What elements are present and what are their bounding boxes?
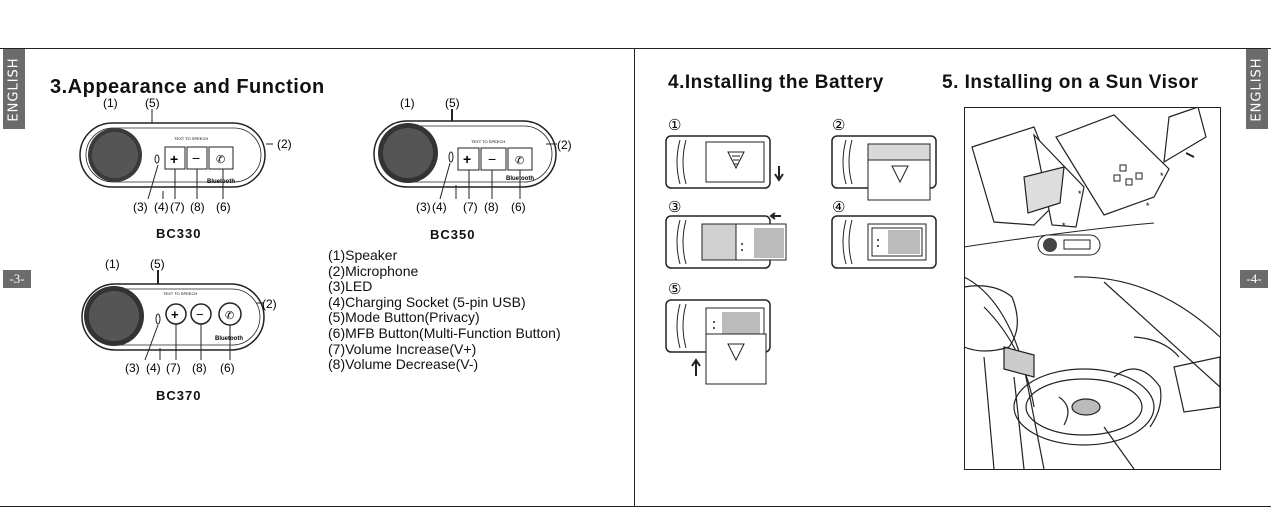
callout-5: (5) bbox=[445, 96, 460, 110]
svg-text:−: − bbox=[192, 150, 200, 166]
svg-text:(3): (3) bbox=[125, 361, 140, 375]
svg-text:−: − bbox=[488, 151, 496, 167]
callout-1: (1) bbox=[103, 96, 118, 110]
svg-text:✆: ✆ bbox=[515, 155, 524, 167]
bc370-diagram: (1) (5) TEXT TO SPEECH + − ✆ Bluetooth (… bbox=[81, 257, 277, 375]
legend-item: (8)Volume Decrease(V-) bbox=[328, 356, 479, 373]
step-3-number: ③ bbox=[668, 199, 681, 216]
callout-1: (1) bbox=[400, 96, 415, 110]
svg-text:(7): (7) bbox=[463, 200, 478, 214]
legend-item: (1)Speaker bbox=[328, 247, 398, 263]
svg-text:(2): (2) bbox=[277, 137, 292, 151]
svg-text:*: * bbox=[1146, 201, 1150, 211]
svg-text:(6): (6) bbox=[216, 200, 231, 214]
legend-item: (4)Charging Socket (5-pin USB) bbox=[328, 293, 526, 310]
visor-heading: 5. Installing on a Sun Visor bbox=[942, 72, 1199, 93]
page-number-right: -4- bbox=[1240, 270, 1268, 288]
battery-heading: 4.Installing the Battery bbox=[668, 72, 884, 93]
step-5-number: ⑤ bbox=[668, 281, 681, 298]
led-icon bbox=[155, 313, 161, 325]
appearance-heading: 3.Appearance and Function bbox=[50, 76, 325, 98]
function-legend: (1)Speaker (2)Microphone (3)LED (4)Charg… bbox=[328, 247, 561, 373]
legend-item: (5)Mode Button(Privacy) bbox=[328, 309, 480, 326]
mfb-button bbox=[208, 146, 234, 170]
bc330-label: BC330 bbox=[156, 226, 202, 241]
page-number-left: -3- bbox=[3, 270, 31, 288]
callout-5: (5) bbox=[150, 257, 165, 271]
bc350-label: BC350 bbox=[430, 227, 476, 242]
svg-text:+: + bbox=[463, 151, 471, 167]
volume-down-button bbox=[480, 147, 507, 171]
svg-text:(3): (3) bbox=[133, 200, 148, 214]
svg-text:−: − bbox=[196, 307, 204, 322]
svg-text:(4): (4) bbox=[432, 200, 447, 214]
svg-text:(4): (4) bbox=[146, 361, 161, 375]
svg-text:(4): (4) bbox=[154, 200, 169, 214]
step-1-number: ① bbox=[668, 117, 681, 134]
svg-text:TEXT TO SPEECH: TEXT TO SPEECH bbox=[174, 136, 208, 141]
page-divider bbox=[634, 48, 635, 507]
svg-text:(3): (3) bbox=[416, 200, 431, 214]
svg-text:TEXT TO SPEECH: TEXT TO SPEECH bbox=[471, 139, 505, 144]
legend-item: (2)Microphone bbox=[328, 262, 419, 279]
legend-item: (3)LED bbox=[328, 278, 373, 295]
svg-text:(7): (7) bbox=[170, 200, 185, 214]
language-tab-left: ENGLISH bbox=[3, 49, 25, 129]
svg-text:*: * bbox=[1078, 189, 1082, 199]
bc350-diagram: (1) (5) TEXT TO SPEECH + − ✆ Bluetooth (… bbox=[373, 96, 572, 214]
svg-text:✆: ✆ bbox=[225, 310, 234, 322]
step-4-number: ④ bbox=[832, 199, 845, 216]
legend-item: (7)Volume Increase(V+) bbox=[328, 340, 477, 357]
step-1-figure bbox=[665, 135, 784, 189]
svg-text:+: + bbox=[170, 151, 178, 167]
bottom-rule bbox=[0, 506, 1271, 507]
svg-text:(2): (2) bbox=[557, 138, 572, 152]
bc330-diagram: (1) (5) TEXT TO SPEECH + − ✆ Bluetooth (… bbox=[79, 96, 292, 214]
bc370-label: BC370 bbox=[156, 388, 202, 403]
sun-visor-illustration: * * * * bbox=[964, 107, 1221, 470]
step-2-number: ② bbox=[832, 117, 845, 134]
svg-text:(8): (8) bbox=[190, 200, 205, 214]
step-3-figure bbox=[665, 212, 787, 269]
svg-text:(8): (8) bbox=[484, 200, 499, 214]
svg-text:(2): (2) bbox=[262, 297, 277, 311]
svg-text:+: + bbox=[171, 307, 179, 322]
legend-item: (6)MFB Button(Multi-Function Button) bbox=[328, 324, 561, 341]
svg-text:*: * bbox=[1062, 221, 1066, 231]
svg-text:(8): (8) bbox=[192, 361, 207, 375]
svg-text:(6): (6) bbox=[220, 361, 235, 375]
callout-5: (5) bbox=[145, 96, 160, 110]
callout-1: (1) bbox=[105, 257, 120, 271]
svg-text:(7): (7) bbox=[166, 361, 181, 375]
svg-text:(6): (6) bbox=[511, 200, 526, 214]
svg-text:✆: ✆ bbox=[216, 154, 225, 166]
battery-steps: ① ② ③ ④ ⑤ bbox=[665, 117, 937, 385]
svg-text:Bluetooth: Bluetooth bbox=[207, 179, 235, 185]
svg-text:TEXT TO SPEECH: TEXT TO SPEECH bbox=[163, 291, 197, 296]
step-5-figure bbox=[665, 299, 771, 385]
top-rule bbox=[0, 48, 1271, 49]
language-tab-right: ENGLISH bbox=[1246, 49, 1268, 129]
led-icon bbox=[448, 151, 454, 163]
step-4-figure bbox=[831, 215, 937, 269]
svg-text:Bluetooth: Bluetooth bbox=[215, 336, 243, 342]
step-2-figure bbox=[831, 135, 937, 201]
svg-text:*: * bbox=[1160, 171, 1164, 181]
led-icon bbox=[154, 154, 160, 164]
